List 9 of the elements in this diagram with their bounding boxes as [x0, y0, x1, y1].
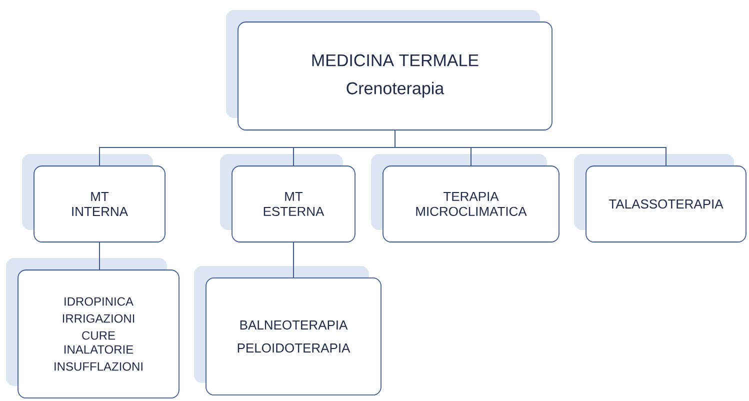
- category-box: TERAPIA MICROCLIMATICA: [371, 154, 560, 242]
- connector-line: [293, 242, 294, 278]
- category-box: MT ESTERNA: [220, 154, 356, 242]
- category-box: IDROPINICA IRRIGAZIONI CURE INALATORIE INSUFFLAZIONI: [6, 258, 180, 398]
- category-box: TALASSOTERAPIA: [574, 154, 746, 242]
- connector-line: [99, 242, 100, 270]
- title-box: MEDICINA TERMALE Crenoterapia: [226, 10, 552, 130]
- category-box: BALNEOTERAPIA PELOIDOTERAPIA: [194, 266, 382, 396]
- category-box: MT INTERNA: [22, 154, 166, 242]
